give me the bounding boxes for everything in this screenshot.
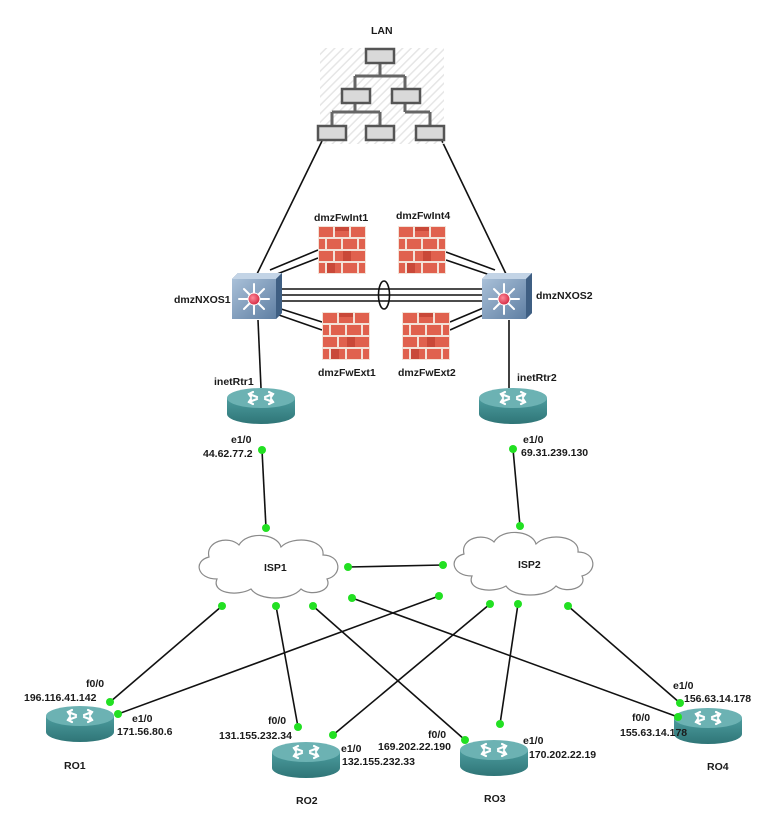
- ro4-f-interface: f0/0: [632, 712, 650, 724]
- links: [109, 140, 681, 741]
- link-dmzFwExt1-dmzNXOS1-b: [275, 313, 323, 331]
- inetRtr2-router[interactable]: [477, 386, 549, 426]
- link-dmzFwExt1-dmzNXOS1-a: [277, 307, 323, 323]
- link-dmzFwExt2-dmzNXOS2-a: [449, 305, 489, 323]
- dmzFwInt4-label: dmzFwInt4: [396, 210, 450, 222]
- link-lan-dmzNXOS1: [256, 140, 323, 275]
- port-dot: [344, 563, 352, 571]
- inetRtr2-interface: e1/0: [523, 434, 544, 446]
- port-dot: [674, 713, 682, 721]
- isp1-label: ISP1: [264, 562, 287, 574]
- dmzFwExt2-firewall[interactable]: [402, 312, 450, 360]
- link-isp1-ro4: [351, 597, 679, 718]
- dmzNXOS2-label: dmzNXOS2: [536, 290, 593, 302]
- ro3-label: RO3: [484, 793, 506, 805]
- port-dot: [218, 602, 226, 610]
- ro3-router[interactable]: [458, 738, 530, 778]
- port-dot: [329, 731, 337, 739]
- ro2-router[interactable]: [270, 740, 342, 780]
- link-lan-dmzNXOS2: [441, 140, 507, 275]
- ro3-e-ip: 170.202.22.19: [529, 749, 596, 761]
- ro4-label: RO4: [707, 761, 729, 773]
- link-inetRtr2-isp2: [512, 448, 521, 527]
- port-dot: [486, 600, 494, 608]
- dmzFwExt2-label: dmzFwExt2: [398, 367, 456, 379]
- port-channel-ellipse: [377, 280, 391, 310]
- link-isp2-ro4: [567, 605, 681, 704]
- link-isp1-ro2: [275, 605, 299, 728]
- lan-label: LAN: [371, 25, 393, 37]
- port-dot: [564, 602, 572, 610]
- ro3-e-interface: e1/0: [523, 735, 544, 747]
- link-inetRtr1-isp1: [261, 449, 267, 529]
- port-dots: [106, 445, 684, 744]
- dmzFwExt1-firewall[interactable]: [322, 312, 370, 360]
- link-isp2-ro2: [332, 603, 491, 736]
- inetRtr1-label: inetRtr1: [214, 376, 254, 388]
- inetRtr1-router[interactable]: [225, 386, 297, 426]
- ro2-f-interface: f0/0: [268, 715, 286, 727]
- lan-tree-icon[interactable]: [316, 47, 446, 144]
- port-dot: [348, 594, 356, 602]
- link-dmzFwInt4-dmzNXOS2-b: [445, 259, 494, 277]
- dmzNXOS2-switch[interactable]: [481, 272, 533, 320]
- ro1-f-ip: 196.116.41.142: [24, 692, 97, 704]
- link-isp2-ro1: [117, 595, 440, 715]
- port-dot: [439, 561, 447, 569]
- dmzNXOS1-switch[interactable]: [231, 272, 283, 320]
- port-dot: [516, 522, 524, 530]
- ro4-f-ip: 155.63.14.178: [620, 727, 687, 739]
- dmzFwInt4-firewall[interactable]: [398, 226, 446, 274]
- port-dot: [676, 699, 684, 707]
- inetRtr1-ip: 44.62.77.2: [203, 448, 253, 460]
- dmzFwInt1-firewall[interactable]: [318, 226, 366, 274]
- port-dot: [114, 710, 122, 718]
- link-dmzNXOS1-inetRtr1: [257, 319, 262, 389]
- dmzFwExt1-label: dmzFwExt1: [318, 367, 376, 379]
- link-isp2-ro3: [499, 603, 519, 725]
- port-dot: [262, 524, 270, 532]
- inetRtr2-label: inetRtr2: [517, 372, 557, 384]
- link-isp1-ro1: [109, 605, 223, 703]
- link-dmzFwInt1-dmzNXOS1-a: [269, 249, 319, 271]
- ro2-e-ip: 132.155.232.33: [342, 756, 415, 768]
- port-dot: [106, 698, 114, 706]
- ro4-e-interface: e1/0: [673, 680, 694, 692]
- link-isp1-ro3: [312, 605, 466, 741]
- isp2-label: ISP2: [518, 559, 541, 571]
- ro4-e-ip: 156.63.14.178: [684, 693, 751, 705]
- dmzNXOS1-label: dmzNXOS1: [174, 294, 231, 306]
- ro3-f-ip: 169.202.22.190: [378, 741, 451, 753]
- inetRtr1-interface: e1/0: [231, 434, 252, 446]
- ro1-e-ip: 171.56.80.6: [117, 726, 173, 738]
- port-dot: [496, 720, 504, 728]
- link-isp1-isp2: [347, 564, 444, 568]
- ro2-label: RO2: [296, 795, 318, 807]
- port-dot: [258, 446, 266, 454]
- port-dot: [514, 600, 522, 608]
- ro3-f-interface: f0/0: [428, 729, 446, 741]
- ro1-e-interface: e1/0: [132, 713, 153, 725]
- port-dot: [309, 602, 317, 610]
- link-dmzFwInt4-dmzNXOS2-a: [445, 251, 496, 271]
- ro1-router[interactable]: [44, 704, 116, 744]
- port-dot: [509, 445, 517, 453]
- ro2-e-interface: e1/0: [341, 743, 362, 755]
- ro2-f-ip: 131.155.232.34: [219, 730, 292, 742]
- dmzFwInt1-label: dmzFwInt1: [314, 212, 368, 224]
- ro1-f-interface: f0/0: [86, 678, 104, 690]
- port-dot: [461, 736, 469, 744]
- port-dot: [272, 602, 280, 610]
- port-dot: [435, 592, 443, 600]
- ro1-label: RO1: [64, 760, 86, 772]
- port-dot: [294, 723, 302, 731]
- inetRtr2-ip: 69.31.239.130: [521, 447, 588, 459]
